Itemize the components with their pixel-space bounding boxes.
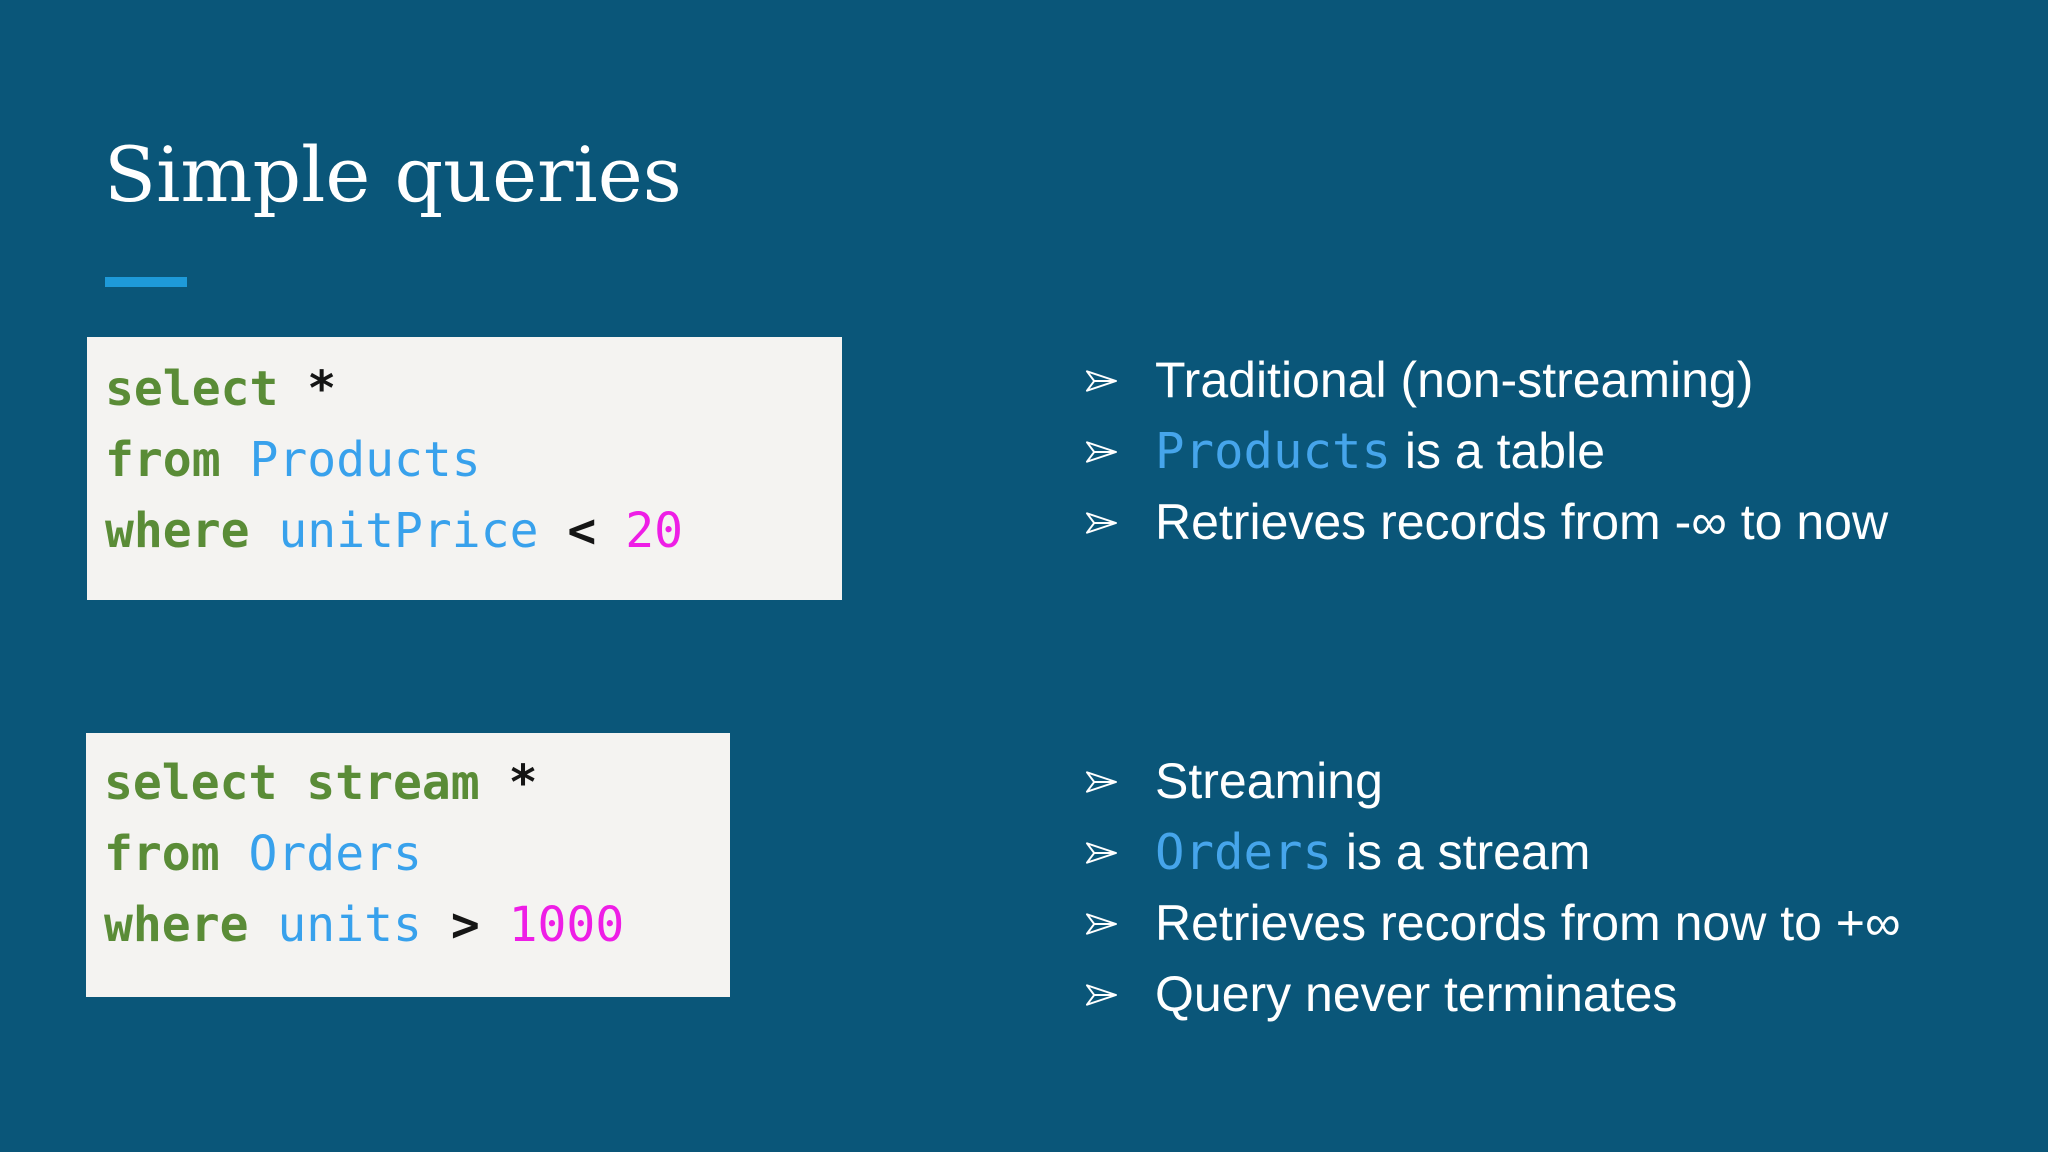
code-token-pl (480, 755, 509, 811)
arrowhead-right-icon (1085, 770, 1155, 794)
code-token-kw: where (104, 897, 249, 953)
code-line: where unitPrice < 20 (105, 496, 842, 567)
code-token-id: Orders (248, 826, 422, 882)
code-token-num: 20 (625, 503, 684, 559)
bullet-item: Streaming (1085, 746, 1901, 817)
bullet-list-traditional: Traditional (non-streaming) Products is … (1085, 345, 1888, 558)
code-token-num: 1000 (508, 897, 625, 953)
bullet-item-text: Streaming (1155, 746, 1383, 817)
code-line: where units > 1000 (104, 890, 730, 961)
plain-text: is a stream (1332, 824, 1591, 880)
page-title: Simple queries (104, 130, 682, 219)
code-token-op: * (508, 755, 538, 811)
bullet-item: Query never terminates (1085, 959, 1901, 1030)
code-token-op: < (567, 503, 597, 559)
code-token-pl (221, 432, 250, 488)
plain-text: Query never terminates (1155, 966, 1678, 1022)
bullet-item: Retrieves records from now to +∞ (1085, 888, 1901, 959)
code-line: from Orders (104, 819, 730, 890)
code-line: from Products (105, 425, 842, 496)
bullet-item-text: Traditional (non-streaming) (1155, 345, 1753, 416)
code-token-op: * (307, 361, 337, 417)
arrowhead-right-icon (1085, 369, 1155, 393)
code-token-pl (250, 503, 279, 559)
bullet-item: Retrieves records from -∞ to now (1085, 487, 1888, 558)
bullet-item: Orders is a stream (1085, 817, 1901, 888)
arrowhead-right-icon (1085, 841, 1155, 865)
code-token-op: > (450, 897, 480, 953)
plain-text: Retrieves records from -∞ to now (1155, 494, 1889, 550)
plain-text: Traditional (non-streaming) (1155, 352, 1754, 408)
code-token-kw: where (105, 503, 250, 559)
arrowhead-right-icon (1085, 511, 1155, 535)
code-token-pl (278, 361, 307, 417)
code-token-kw: select stream (104, 755, 480, 811)
arrowhead-right-icon (1085, 983, 1155, 1007)
code-token-kw: from (104, 826, 220, 882)
code-token-id: unitPrice (278, 503, 539, 559)
code-token-kw: from (105, 432, 221, 488)
arrowhead-right-icon (1085, 912, 1155, 936)
code-token-pl (539, 503, 568, 559)
title-accent-bar (105, 277, 187, 287)
code-line: select stream * (104, 748, 730, 819)
code-token-id: Products (249, 432, 481, 488)
plain-text: Streaming (1155, 753, 1383, 809)
inline-code: Products (1155, 423, 1392, 480)
inline-code: Orders (1155, 824, 1333, 881)
plain-text: is a table (1391, 423, 1606, 479)
code-token-pl (422, 897, 451, 953)
code-token-id: units (277, 897, 422, 953)
bullet-item: Traditional (non-streaming) (1085, 345, 1888, 416)
bullet-item-text: Products is a table (1155, 416, 1605, 487)
code-token-pl (249, 897, 278, 953)
code-token-pl (596, 503, 625, 559)
bullet-item-text: Orders is a stream (1155, 817, 1590, 888)
code-token-pl (220, 826, 249, 882)
code-token-pl (480, 897, 509, 953)
bullet-item-text: Retrieves records from -∞ to now (1155, 487, 1888, 558)
code-line: select * (105, 354, 842, 425)
arrowhead-right-icon (1085, 440, 1155, 464)
plain-text: Retrieves records from now to +∞ (1155, 895, 1901, 951)
code-token-kw: select (105, 361, 279, 417)
bullet-item-text: Retrieves records from now to +∞ (1155, 888, 1901, 959)
bullet-list-streaming: Streaming Orders is a stream Retrieves r… (1085, 746, 1901, 1030)
bullet-item-text: Query never terminates (1155, 959, 1677, 1030)
bullet-item: Products is a table (1085, 416, 1888, 487)
